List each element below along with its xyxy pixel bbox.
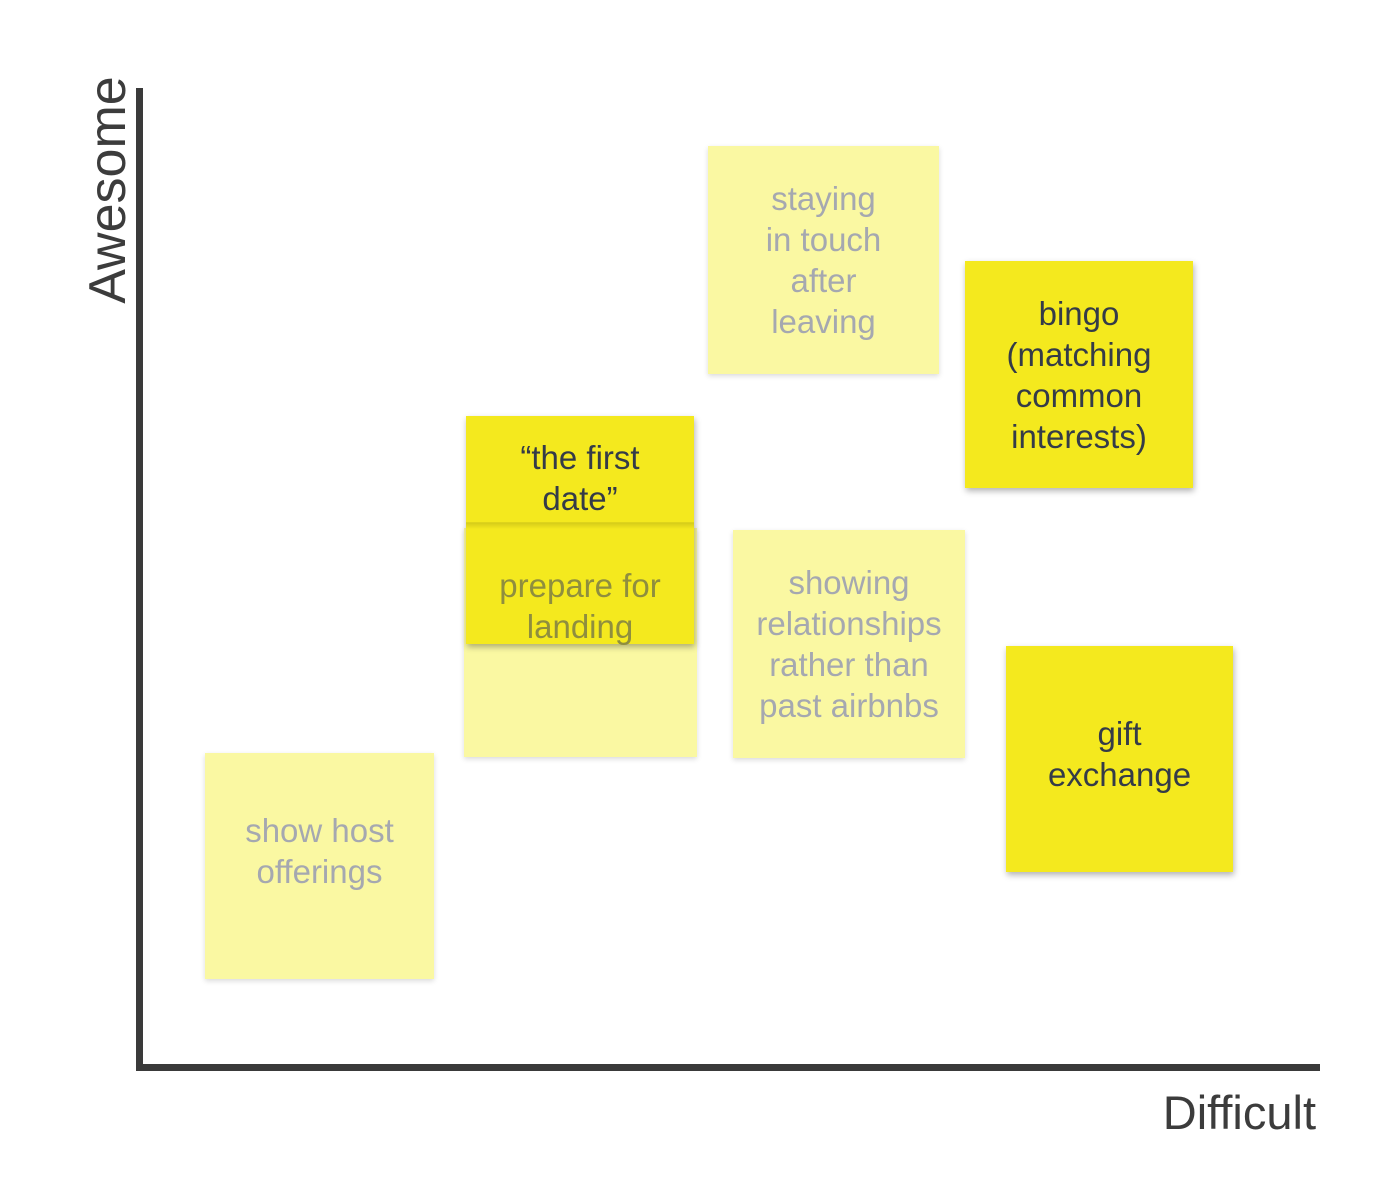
note-text: gift exchange (1047, 715, 1192, 793)
x-axis-line (136, 1064, 1320, 1071)
note-text: bingo (matching common interests) (1006, 294, 1152, 455)
x-axis-label: Difficult (1162, 1086, 1316, 1139)
note-overlap-seam (466, 522, 694, 529)
sticky-note-gift-exchange[interactable]: gift exchange (1006, 646, 1233, 872)
sticky-note-staying-in-touch[interactable]: staying in touch after leaving (708, 146, 939, 374)
sticky-note-bingo[interactable]: bingo (matching common interests) (965, 261, 1193, 488)
note-text: staying in touch after leaving (765, 180, 882, 340)
sticky-note-show-host-offerings[interactable]: show host offerings (205, 753, 434, 979)
note-text: “the first date” (520, 439, 640, 517)
sticky-note-showing-relationships[interactable]: showing relationships rather than past a… (733, 530, 965, 758)
note-text: show host offerings (245, 812, 394, 890)
note-text: showing relationships rather than past a… (756, 564, 942, 724)
y-axis-label: Awesome (79, 76, 137, 304)
note-text-show-through: prepare for landing (499, 567, 661, 645)
y-axis-line (136, 88, 143, 1071)
sticky-note-first-date[interactable]: “the first date” prepare for landing (466, 416, 694, 645)
